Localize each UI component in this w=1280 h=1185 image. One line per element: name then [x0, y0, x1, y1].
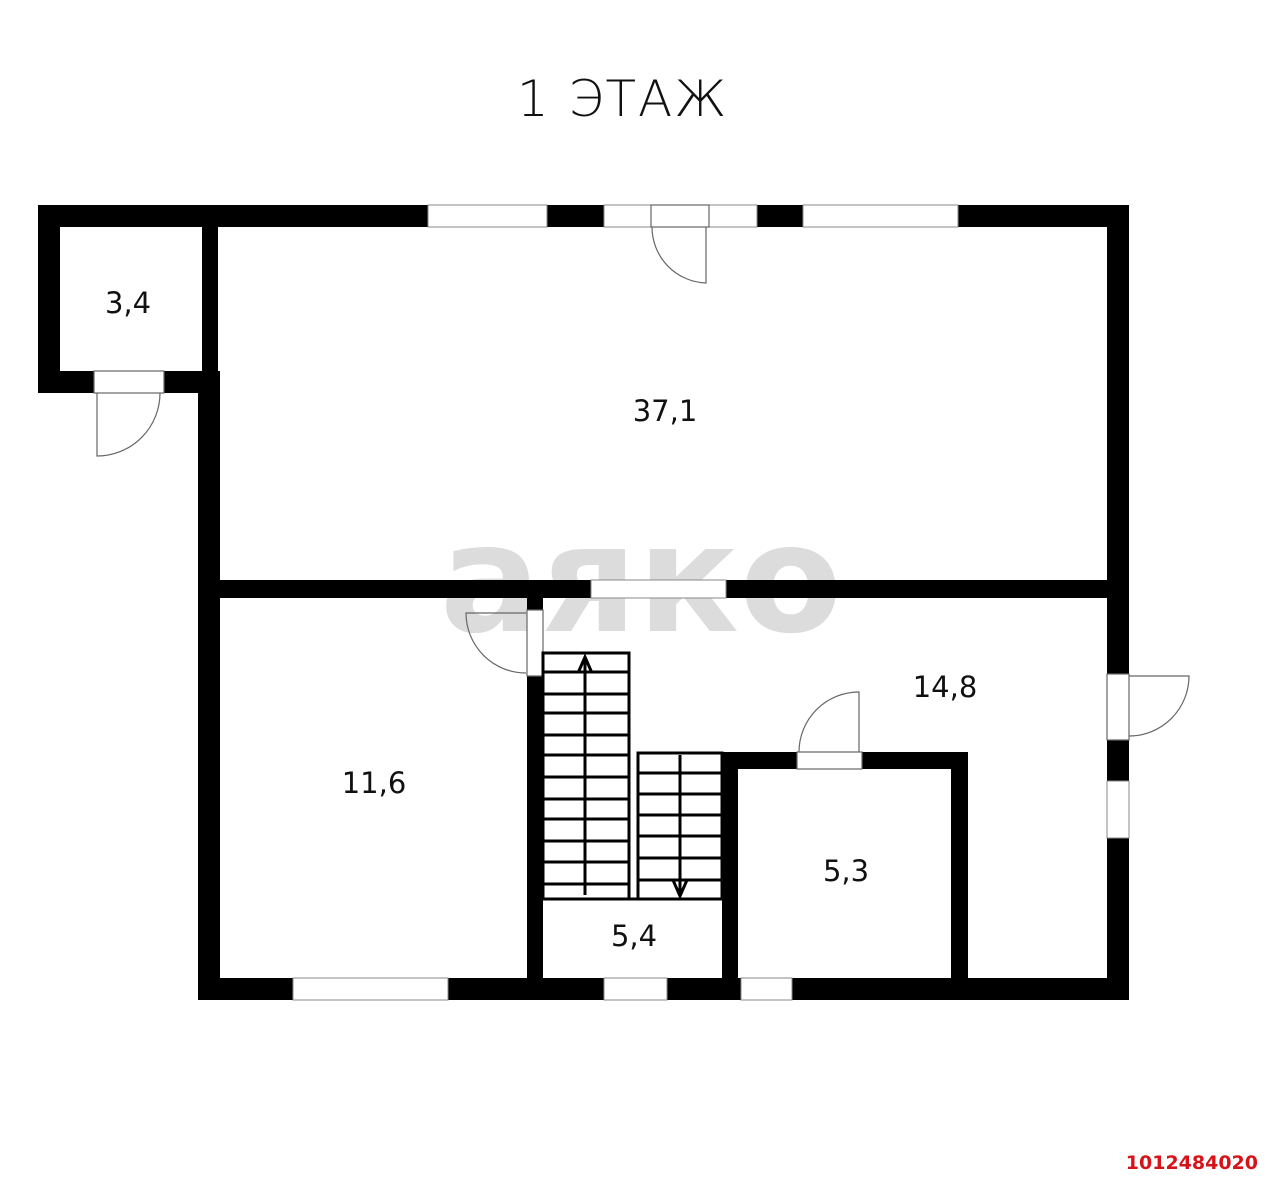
floor-title: 1 ЭТАЖ — [516, 70, 729, 128]
room-area-hallway: 14,8 — [913, 670, 978, 704]
room-area-left-room: 11,6 — [342, 766, 407, 800]
room-area-stair-area: 5,4 — [611, 919, 657, 953]
windows — [292, 204, 1130, 1001]
room-area-bathroom: 5,3 — [823, 854, 869, 888]
doors — [93, 204, 1190, 770]
walls — [38, 205, 1129, 1000]
room-area-main-hall: 37,1 — [633, 394, 698, 428]
room-labels: 3,4 37,1 11,6 14,8 5,4 5,3 — [105, 286, 977, 953]
staircase — [541, 651, 724, 901]
listing-id: 1012484020 — [1125, 1152, 1258, 1174]
room-area-vestibule: 3,4 — [105, 286, 151, 320]
